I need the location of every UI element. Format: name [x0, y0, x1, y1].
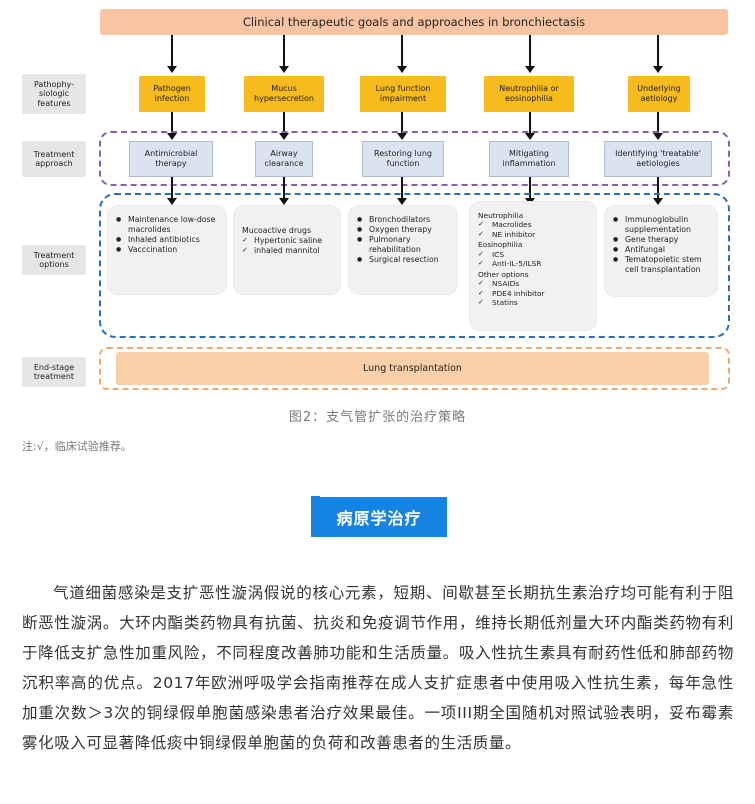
arrow-down [167, 177, 177, 205]
arrow-down [167, 112, 177, 140]
approach-antimicrobial: Antimicrobial therapy [129, 141, 213, 177]
endstage-group-border [99, 347, 730, 390]
arrow-down [279, 177, 289, 205]
arrow-down [525, 112, 535, 140]
arrow-down [525, 35, 535, 73]
option-item: Statins [478, 298, 590, 307]
feature-mucus-hypersecretion: Mucus hypersecretion [244, 76, 324, 112]
option-heading: Other options [478, 269, 529, 279]
arrow-down [167, 35, 177, 73]
approach-group-border [99, 131, 730, 186]
option-item: ICS [478, 250, 590, 259]
figure-caption: 图2：支气管扩张的治疗策略 [288, 410, 467, 425]
option-item: Antifungal [613, 245, 711, 255]
option-item: Macrolides [478, 220, 590, 229]
arrow-down [397, 112, 407, 140]
option-item: Immunoglobulin supplementation [613, 215, 711, 234]
diagram-title: Clinical therapeutic goals and approache… [100, 9, 728, 35]
options-group-border [99, 193, 730, 338]
row-label-approach: Treatment approach [22, 141, 86, 177]
arrow-down [653, 35, 663, 73]
option-item: Surgical resection [357, 255, 451, 265]
option-item: Anti-IL-5/ILSR [478, 259, 590, 268]
row-label-pathophysiologic: Pathophy- siologic features [22, 74, 86, 114]
option-item: Vacccination [116, 245, 220, 255]
option-heading: Eosinophilia [478, 240, 523, 250]
option-item: Maintenance low-dose macrolides [116, 215, 220, 234]
arrow-down [279, 35, 289, 73]
feature-pathogen-infection: Pathogen infection [139, 76, 205, 112]
option-item: Bronchodilators [357, 215, 451, 225]
feature-neutrophilia-eosinophilia: Neutrophilia or eosinophilia [484, 76, 574, 112]
option-item: Oxygen therapy [357, 225, 451, 235]
option-heading: Mucoactive drugs [242, 226, 312, 235]
options-lung-function: Bronchodilators Oxygen therapy Pulmonary… [349, 206, 457, 294]
feature-underlying-aetiology: Underlying aetiology [628, 76, 690, 112]
option-item: PDE4 inhibitor [478, 289, 590, 298]
options-inflammation: Neutrophilia Macrolides NE inhibitor Eos… [470, 202, 596, 330]
bronchiectasis-treatment-diagram: Clinical therapeutic goals and approache… [0, 0, 755, 400]
option-item: Tematopoietic stem cell transplantation [613, 255, 711, 274]
arrow-down [653, 177, 663, 205]
row-label-options: Treatment options [22, 245, 86, 275]
approach-mitigating-inflammation: Mitigating inflammation [489, 141, 569, 177]
approach-treatable-aetiologies: Identifying 'treatable' aetiologies [604, 141, 712, 177]
section-title: 病原学治疗 [311, 497, 447, 537]
arrow-down [397, 177, 407, 205]
row-label-endstage: End-stage treatment [22, 357, 86, 387]
arrow-down [525, 177, 535, 205]
approach-restoring-lung-function: Restoring lung function [362, 141, 444, 177]
approach-airway-clearance: Airway clearance [255, 141, 313, 177]
arrow-down [279, 112, 289, 140]
options-airway-clearance: Mucoactive drugs Hypertonic saline inhal… [234, 206, 340, 294]
option-item: Hypertonic saline [242, 236, 334, 246]
arrow-down [397, 35, 407, 73]
option-item: Pulmonary rehabilitation [357, 235, 451, 254]
body-paragraph: 气道细菌感染是支扩恶性漩涡假说的核心元素，短期、间歇甚至长期抗生素治疗均可能有利… [22, 584, 734, 752]
arrow-down [653, 112, 663, 140]
options-antimicrobial: Maintenance low-dose macrolides Inhaled … [108, 206, 226, 294]
endstage-lung-transplantation: Lung transplantation [116, 352, 709, 385]
figure-note: 注:√，临床试验推荐。 [22, 440, 132, 453]
option-item: Inhaled antibiotics [116, 235, 220, 245]
option-item: NSAIDs [478, 279, 590, 288]
option-item: Gene therapy [613, 235, 711, 245]
option-heading: Neutrophilia [478, 211, 524, 220]
option-item: inhaled mannitol [242, 246, 334, 256]
options-aetiologies: Immunoglobulin supplementation Gene ther… [605, 206, 717, 296]
option-item: NE inhibitor [478, 230, 590, 239]
feature-lung-function-impairment: Lung function impairment [360, 76, 446, 112]
